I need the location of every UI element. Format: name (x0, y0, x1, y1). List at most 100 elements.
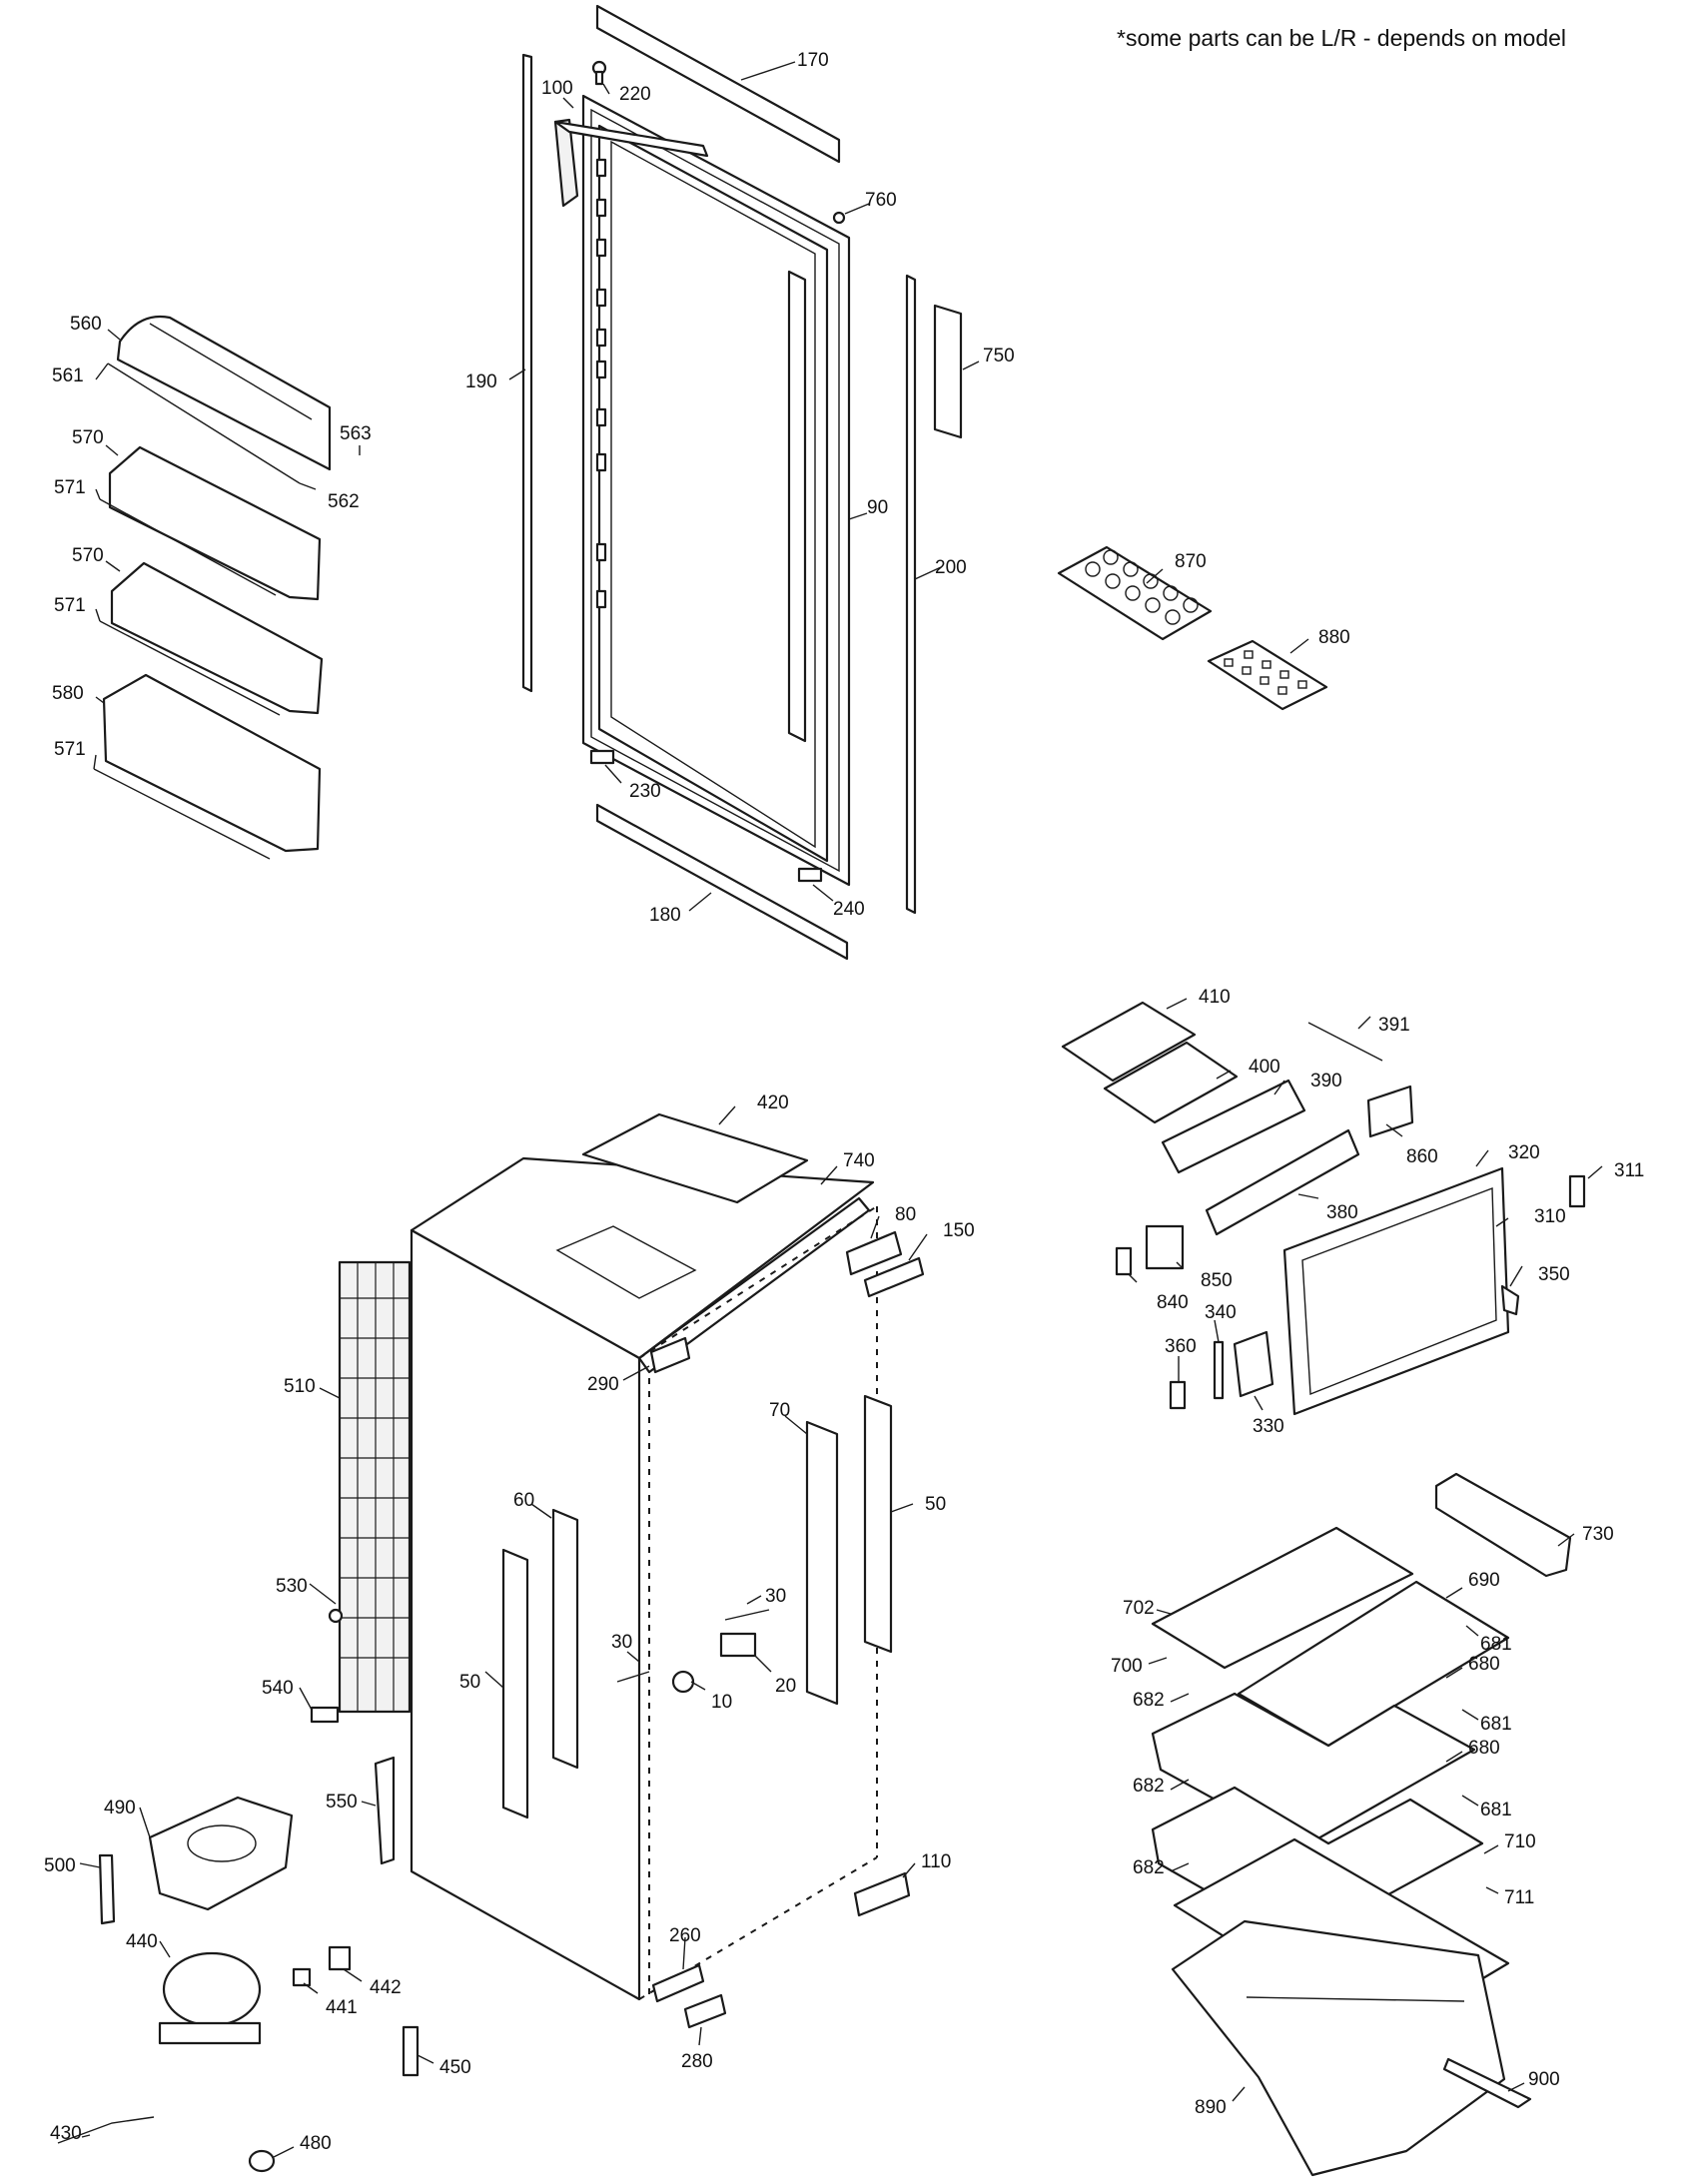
door-trim (787, 270, 807, 743)
right-strip (905, 274, 917, 915)
part-labels: 170 220 100 760 190 750 90 200 230 180 2… (44, 50, 1644, 2154)
label-563: 563 (340, 423, 372, 444)
label-540: 540 (262, 1678, 294, 1699)
label-562: 562 (328, 491, 360, 512)
glass-shelf-702 (1151, 1526, 1414, 1670)
label-180: 180 (649, 905, 681, 926)
freezer-compartment-door (1282, 1166, 1510, 1416)
label-682c: 682 (1133, 1857, 1165, 1878)
shelf-support-left (501, 1548, 529, 1820)
label-682a: 682 (1133, 1690, 1165, 1711)
label-350: 350 (1538, 1264, 1570, 1285)
label-681a: 681 (1480, 1634, 1512, 1655)
label-10: 10 (711, 1692, 732, 1713)
sensor-cable (1307, 1022, 1383, 1062)
power-cord (57, 2116, 155, 2144)
label-571c: 571 (54, 739, 86, 760)
label-730: 730 (1582, 1524, 1614, 1545)
label-310: 310 (1534, 1206, 1566, 1227)
door-clips (595, 158, 607, 609)
cap-760 (832, 211, 846, 225)
label-840: 840 (1157, 1292, 1189, 1313)
label-750: 750 (983, 346, 1015, 366)
door-assembly (521, 4, 963, 961)
label-80: 80 (895, 1204, 916, 1225)
screw-220 (591, 60, 607, 86)
label-90: 90 (867, 497, 888, 518)
label-571b: 571 (54, 595, 86, 616)
label-680a: 680 (1468, 1654, 1500, 1675)
door-shelf-2 (110, 561, 324, 715)
bracket-850 (1145, 1224, 1185, 1270)
hinge-290 (649, 1336, 691, 1374)
leader-lines (79, 61, 1603, 2158)
hinge-110 (853, 1871, 911, 1917)
label-740: 740 (843, 1150, 875, 1171)
label-870: 870 (1175, 551, 1207, 572)
hinge-260 (651, 1963, 705, 2003)
dairy-compartment (116, 315, 332, 471)
label-490: 490 (104, 1798, 136, 1819)
label-230: 230 (629, 781, 661, 802)
label-571a: 571 (54, 477, 86, 498)
label-500: 500 (44, 1855, 76, 1876)
label-20: 20 (775, 1676, 796, 1697)
hinge-pin-311 (1568, 1174, 1586, 1208)
label-440: 440 (126, 1931, 158, 1952)
label-50b: 50 (925, 1494, 946, 1515)
label-880: 880 (1318, 627, 1350, 648)
label-100: 100 (541, 78, 573, 99)
cabinet (57, 1112, 925, 2173)
top-cover (581, 1112, 809, 1204)
label-450: 450 (439, 2057, 471, 2078)
label-391: 391 (1378, 1015, 1410, 1036)
door-bin-tall (102, 673, 322, 853)
bottom-rail (595, 803, 849, 961)
label-890: 890 (1195, 2097, 1227, 2118)
control-housing (1161, 1079, 1306, 1174)
cover-330 (1233, 1330, 1274, 1398)
door-handle (553, 118, 579, 208)
label-900: 900 (1528, 2069, 1560, 2090)
clip-360 (1169, 1380, 1187, 1410)
label-480: 480 (300, 2133, 332, 2154)
part-442 (328, 1945, 352, 1971)
drain-pipe-550 (374, 1756, 396, 1865)
label-170: 170 (797, 50, 829, 71)
label-390: 390 (1310, 1071, 1342, 1092)
door-shelf-1 (108, 445, 322, 601)
shelf-support-50 (863, 1394, 893, 1654)
label-50a: 50 (459, 1672, 480, 1693)
bracket-230 (589, 749, 615, 765)
label-260: 260 (669, 1925, 701, 1946)
part-441 (292, 1967, 312, 1987)
label-442: 442 (370, 1977, 402, 1998)
label-711: 711 (1504, 1887, 1534, 1908)
latch-350 (1500, 1284, 1520, 1316)
label-110: 110 (921, 1851, 951, 1872)
label-580: 580 (52, 683, 84, 704)
door-shelves (93, 315, 332, 860)
shelf-support-right (805, 1420, 839, 1706)
label-441: 441 (326, 1997, 358, 2018)
label-320: 320 (1508, 1142, 1540, 1163)
label-280: 280 (681, 2051, 713, 2072)
foot-480 (248, 2149, 276, 2173)
label-380: 380 (1326, 1202, 1358, 1223)
slide-rail-900 (1442, 2057, 1532, 2109)
label-290: 290 (587, 1374, 619, 1395)
label-330: 330 (1253, 1416, 1284, 1437)
condenser (338, 1260, 412, 1714)
label-70: 70 (769, 1400, 790, 1421)
label-561: 561 (52, 365, 84, 386)
label-702: 702 (1123, 1598, 1155, 1619)
dryer-540 (310, 1706, 340, 1724)
label-410: 410 (1199, 987, 1231, 1008)
label-560: 560 (70, 314, 102, 335)
clip-840 (1115, 1246, 1133, 1276)
model-note: *some parts can be L/R - depends on mode… (1117, 25, 1566, 51)
part-450 (402, 2025, 420, 2077)
label-400: 400 (1249, 1057, 1280, 1078)
label-311: 311 (1614, 1160, 1644, 1181)
